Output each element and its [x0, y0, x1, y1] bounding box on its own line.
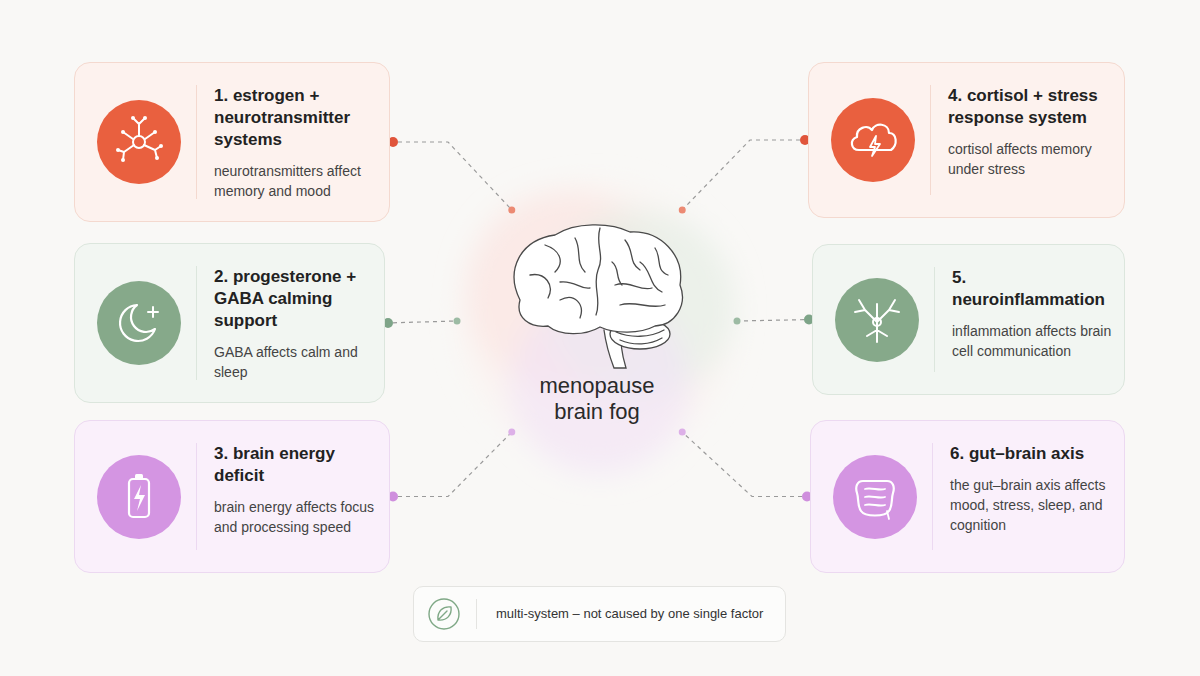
card-heading: 6. gut–brain axis: [950, 443, 1112, 465]
card-heading: 1. estrogen + neurotransmitter systems: [214, 85, 377, 151]
card-heading: 5. neuroinflammation: [952, 267, 1112, 311]
brain-gyri: [560, 238, 590, 288]
note-divider: [476, 599, 477, 629]
card-description: the gut–brain axis affects mood, stress,…: [950, 475, 1112, 535]
connector-dot: [508, 206, 515, 213]
card-divider: [196, 266, 197, 380]
dashed-connector: [385, 321, 457, 323]
glow-blob: [462, 186, 735, 475]
card-description: cortisol affects memory under stress: [948, 139, 1112, 179]
dashed-connector: [682, 140, 808, 210]
card-icon: [97, 455, 181, 539]
dashed-connector: [390, 432, 512, 496]
card-heading: 2. progesterone + GABA calming support: [214, 266, 372, 332]
card-icon: [97, 281, 181, 365]
note-text: multi-system – not caused by one single …: [496, 605, 763, 623]
card-heading: 3. brain energy deficit: [214, 443, 377, 487]
factor-card: 2. progesterone + GABA calming supportGA…: [74, 243, 385, 403]
factor-card: 3. brain energy deficit brain energy affe…: [74, 420, 390, 573]
center-label: menopause brain fog: [527, 373, 667, 425]
brain-drawing: [514, 225, 682, 368]
card-divider: [932, 443, 933, 550]
card-description: GABA affects calm and sleep: [214, 342, 372, 382]
card-icon: [833, 455, 917, 539]
card-divider: [196, 85, 197, 199]
card-heading: 4. cortisol + stress response system: [948, 85, 1112, 129]
connector-dot: [508, 429, 515, 436]
factor-card: 5. neuroinflammation inflammation affects…: [812, 244, 1125, 395]
dashed-connector: [737, 320, 812, 322]
connector-dot: [454, 318, 461, 325]
card-icon: [831, 98, 915, 182]
connector-dot: [734, 318, 741, 325]
brain-gyri: [615, 240, 668, 289]
connector-dot: [679, 429, 686, 436]
cerebrum: [514, 225, 682, 334]
card-divider: [930, 85, 931, 195]
brain-gyri: [530, 245, 581, 318]
factor-card: 6. gut–brain axis the gut–brain axis affe…: [810, 420, 1125, 573]
dashed-connector: [390, 142, 512, 210]
card-description: neurotransmitters affect memory and mood: [214, 161, 377, 201]
card-description: inflammation affects brain cell communic…: [952, 321, 1112, 361]
card-divider: [196, 443, 197, 550]
brain-gyri: [612, 262, 665, 306]
brain-sulcus: [596, 228, 601, 315]
card-description: brain energy affects focus and processin…: [214, 497, 377, 537]
note-box: multi-system – not caused by one single …: [413, 586, 786, 642]
center-topic: menopause brain fog: [457, 181, 737, 461]
factor-card: 4. cortisol + stress response system cort…: [808, 62, 1125, 218]
leaf-icon: [428, 598, 460, 630]
card-icon: [97, 100, 181, 184]
connector-dot: [679, 206, 686, 213]
dashed-connector: [682, 432, 810, 496]
card-icon: [835, 278, 919, 362]
factor-card: 1. estrogen + neurotransmitter systems ne…: [74, 62, 390, 222]
card-divider: [934, 267, 935, 372]
